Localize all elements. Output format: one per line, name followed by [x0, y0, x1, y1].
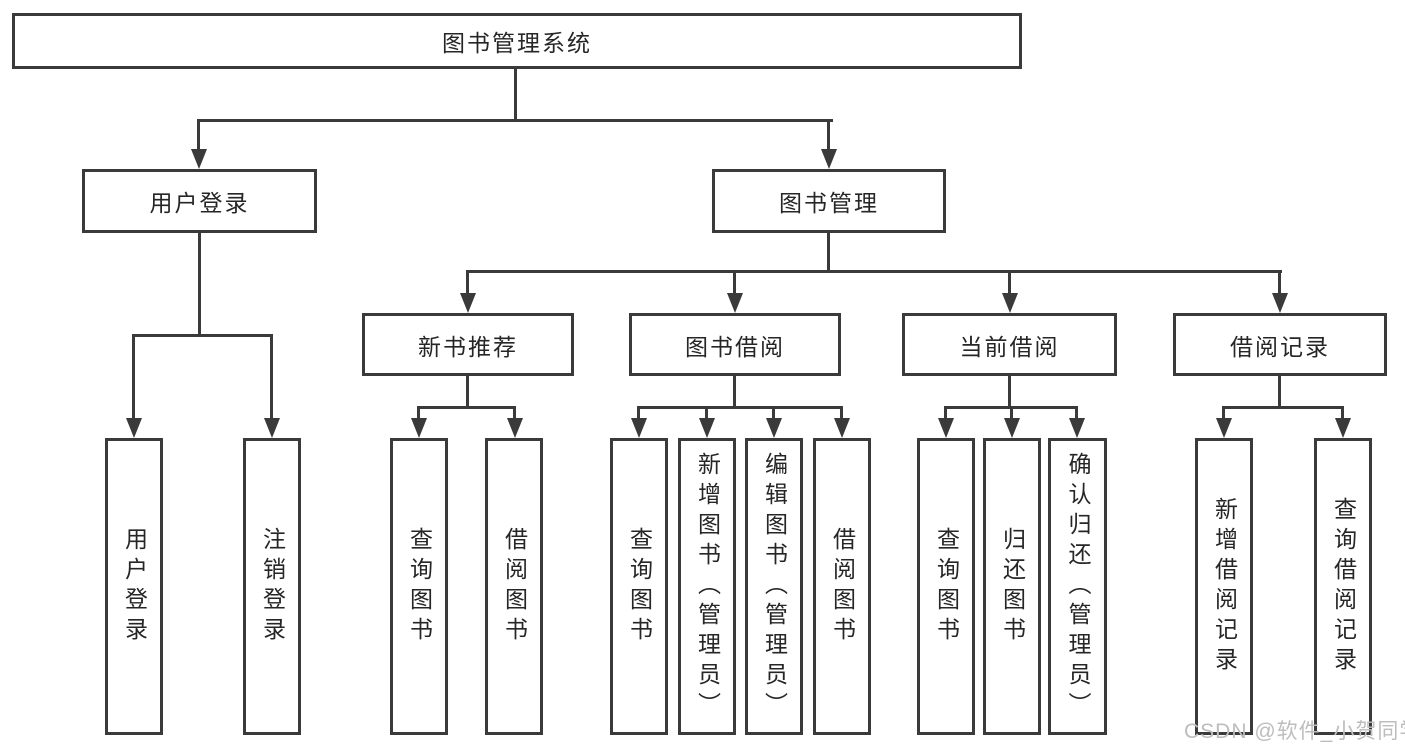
node-new-book-recommend-label: 新书推荐	[418, 333, 518, 360]
connector-line	[1008, 270, 1011, 295]
arrow-down-icon	[411, 418, 427, 438]
connector-line	[197, 119, 200, 151]
leaf-borrow-query-books: 查询图书	[610, 438, 668, 735]
connector-line	[270, 334, 273, 418]
arrow-down-icon	[126, 418, 142, 438]
leaf-current-return-book: 归还图书	[983, 438, 1041, 735]
connector-line	[705, 406, 708, 420]
leaf-borrow-add-book-admin: 新增图书（管理员）	[678, 438, 736, 735]
arrow-down-icon	[1272, 293, 1288, 313]
arrow-down-icon	[191, 149, 207, 169]
arrow-down-icon	[727, 293, 743, 313]
leaf-borrow-borrow-books: 借阅图书	[813, 438, 871, 735]
node-book-management: 图书管理	[712, 169, 946, 233]
leaf-records-query-borrow-record: 查询借阅记录	[1314, 438, 1372, 735]
connector-book-management-stem	[827, 233, 830, 273]
leaf-borrow-query-books-label: 查询图书	[626, 526, 653, 647]
leaf-current-return-book-label: 归还图书	[999, 526, 1026, 647]
leaf-newbook-borrow-books: 借阅图书	[485, 438, 543, 735]
leaf-current-confirm-return-admin: 确认归还（管理员）	[1048, 438, 1107, 735]
connector-line	[637, 406, 640, 420]
connector-line	[772, 406, 775, 420]
leaf-borrow-add-book-admin-label: 新增图书（管理员）	[694, 451, 721, 722]
node-new-book-recommend: 新书推荐	[362, 313, 574, 376]
connector-new-book-bar	[417, 406, 516, 409]
node-root: 图书管理系统	[12, 13, 1022, 69]
arrow-down-icon	[821, 149, 837, 169]
arrow-down-icon	[699, 418, 715, 438]
leaf-records-add-borrow-record: 新增借阅记录	[1195, 438, 1253, 735]
connector-level3-bar	[466, 270, 1282, 273]
leaf-newbook-query-books: 查询图书	[390, 438, 448, 735]
watermark: CSDN @软件_小贺同学	[1184, 720, 1405, 743]
connector-line	[1278, 270, 1281, 295]
connector-line	[1222, 406, 1225, 420]
connector-level2-bar	[197, 119, 833, 122]
leaf-borrow-edit-book-admin: 编辑图书（管理员）	[745, 438, 803, 735]
arrow-down-icon	[938, 418, 954, 438]
node-borrow-records: 借阅记录	[1173, 313, 1387, 376]
connector-line	[1341, 406, 1344, 420]
arrow-down-icon	[1002, 293, 1018, 313]
node-root-label: 图书管理系统	[442, 30, 592, 56]
connector-line	[417, 406, 420, 420]
connector-line	[840, 406, 843, 420]
node-user-login: 用户登录	[82, 169, 317, 233]
leaf-current-confirm-return-admin-label: 确认归还（管理员）	[1065, 451, 1091, 722]
arrow-down-icon	[507, 418, 523, 438]
leaf-user-login-label: 用户登录	[121, 526, 148, 647]
leaf-newbook-borrow-books-label: 借阅图书	[501, 526, 528, 647]
leaf-user-login: 用户登录	[105, 438, 163, 735]
leaf-records-add-borrow-record-label: 新增借阅记录	[1211, 496, 1238, 677]
connector-line	[827, 119, 830, 151]
connector-book-borrow-bar	[637, 406, 843, 409]
node-current-borrow: 当前借阅	[902, 313, 1117, 376]
connector-user-login-bar	[132, 334, 273, 337]
connector-current-borrow-stem	[1008, 376, 1011, 409]
connector-line	[1010, 406, 1013, 420]
connector-new-book-stem	[466, 376, 469, 409]
arrow-down-icon	[834, 418, 850, 438]
node-user-login-label: 用户登录	[149, 190, 250, 216]
connector-line	[132, 334, 135, 418]
connector-borrow-records-stem	[1278, 376, 1281, 409]
leaf-borrow-edit-book-admin-label: 编辑图书（管理员）	[761, 451, 788, 722]
arrow-down-icon	[1216, 418, 1232, 438]
connector-line	[944, 406, 947, 420]
leaf-records-query-borrow-record-label: 查询借阅记录	[1330, 496, 1357, 677]
connector-line	[1075, 406, 1078, 420]
node-book-borrow-label: 图书借阅	[685, 333, 785, 360]
leaf-logout-label: 注销登录	[259, 526, 286, 647]
connector-user-login-stem	[198, 233, 201, 336]
arrow-down-icon	[264, 418, 280, 438]
arrow-down-icon	[631, 418, 647, 438]
node-book-borrow: 图书借阅	[629, 313, 841, 376]
connector-line	[466, 270, 469, 295]
leaf-newbook-query-books-label: 查询图书	[406, 526, 433, 647]
node-book-management-label: 图书管理	[779, 190, 879, 216]
leaf-logout: 注销登录	[243, 438, 301, 735]
connector-root-stem	[514, 68, 517, 121]
arrow-down-icon	[1069, 418, 1085, 438]
connector-borrow-records-bar	[1222, 406, 1344, 409]
arrow-down-icon	[766, 418, 782, 438]
leaf-current-query-books: 查询图书	[917, 438, 975, 735]
arrow-down-icon	[1335, 418, 1351, 438]
node-current-borrow-label: 当前借阅	[959, 333, 1060, 360]
leaf-current-query-books-label: 查询图书	[933, 526, 960, 647]
arrow-down-icon	[1004, 418, 1020, 438]
connector-line	[513, 406, 516, 420]
leaf-borrow-borrow-books-label: 借阅图书	[829, 526, 856, 647]
arrow-down-icon	[460, 293, 476, 313]
connector-book-borrow-stem	[733, 376, 736, 409]
node-borrow-records-label: 借阅记录	[1230, 333, 1330, 360]
connector-line	[733, 270, 736, 295]
